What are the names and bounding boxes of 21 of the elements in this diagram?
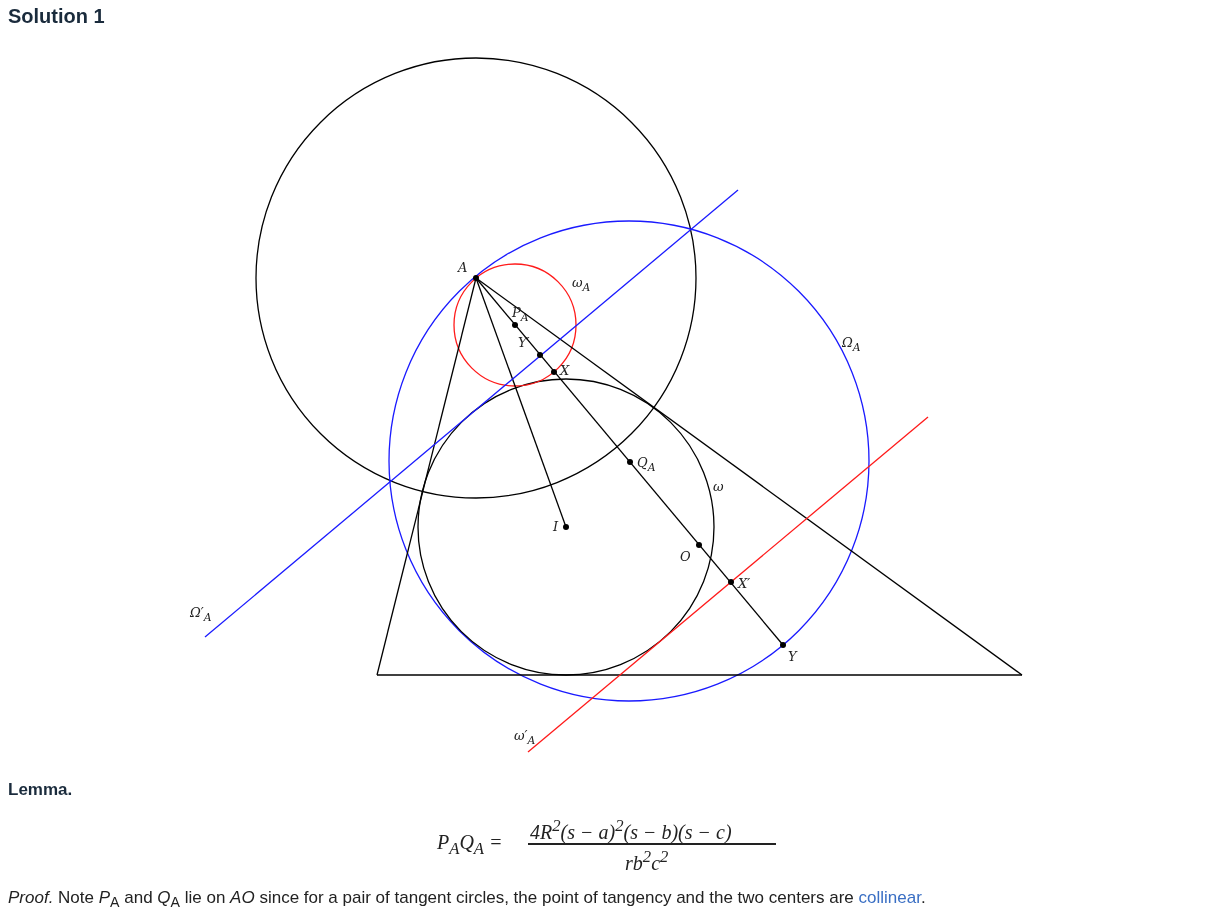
point-label: P$_{A}$ — [512, 306, 529, 324]
point-label: A — [458, 261, 468, 274]
point-label: X — [560, 364, 570, 377]
curve-label: ω$_{A}$ — [572, 276, 591, 294]
point-label: Q$_{A}$ — [637, 456, 656, 474]
point-label: Y′ — [518, 336, 530, 349]
lemma-heading: Lemma. — [8, 780, 73, 800]
curve-label: Ω′$_{A}$ — [190, 606, 212, 624]
curve-label: ω′$_{A}$ — [514, 729, 536, 747]
point-label: X′ — [738, 577, 751, 590]
curve-label: ω — [713, 480, 724, 493]
curve-label: Ω$_{A}$ — [842, 336, 861, 354]
point-label: O — [680, 550, 691, 563]
section-heading: Solution 1 — [8, 5, 105, 28]
formula-left-side: P$_{A}$Q$_{A}$ = — [437, 832, 503, 858]
text-link: collinear — [858, 888, 921, 907]
proof-paragraph: Proof. Note P$_{A}$ and Q$_{A}$ lie on AO since for a pair of tangent circles, the point of tangency and the two centers are collinear. — [8, 888, 926, 911]
fraction-denominator: rb$^{2}$c$^{2}$ — [625, 849, 669, 873]
point-label: Y — [788, 650, 797, 663]
fraction-numerator: 4R$^{2}$(s − a)$^{2}$(s − b)(s − c) — [530, 818, 732, 842]
point-label: I — [553, 520, 559, 533]
